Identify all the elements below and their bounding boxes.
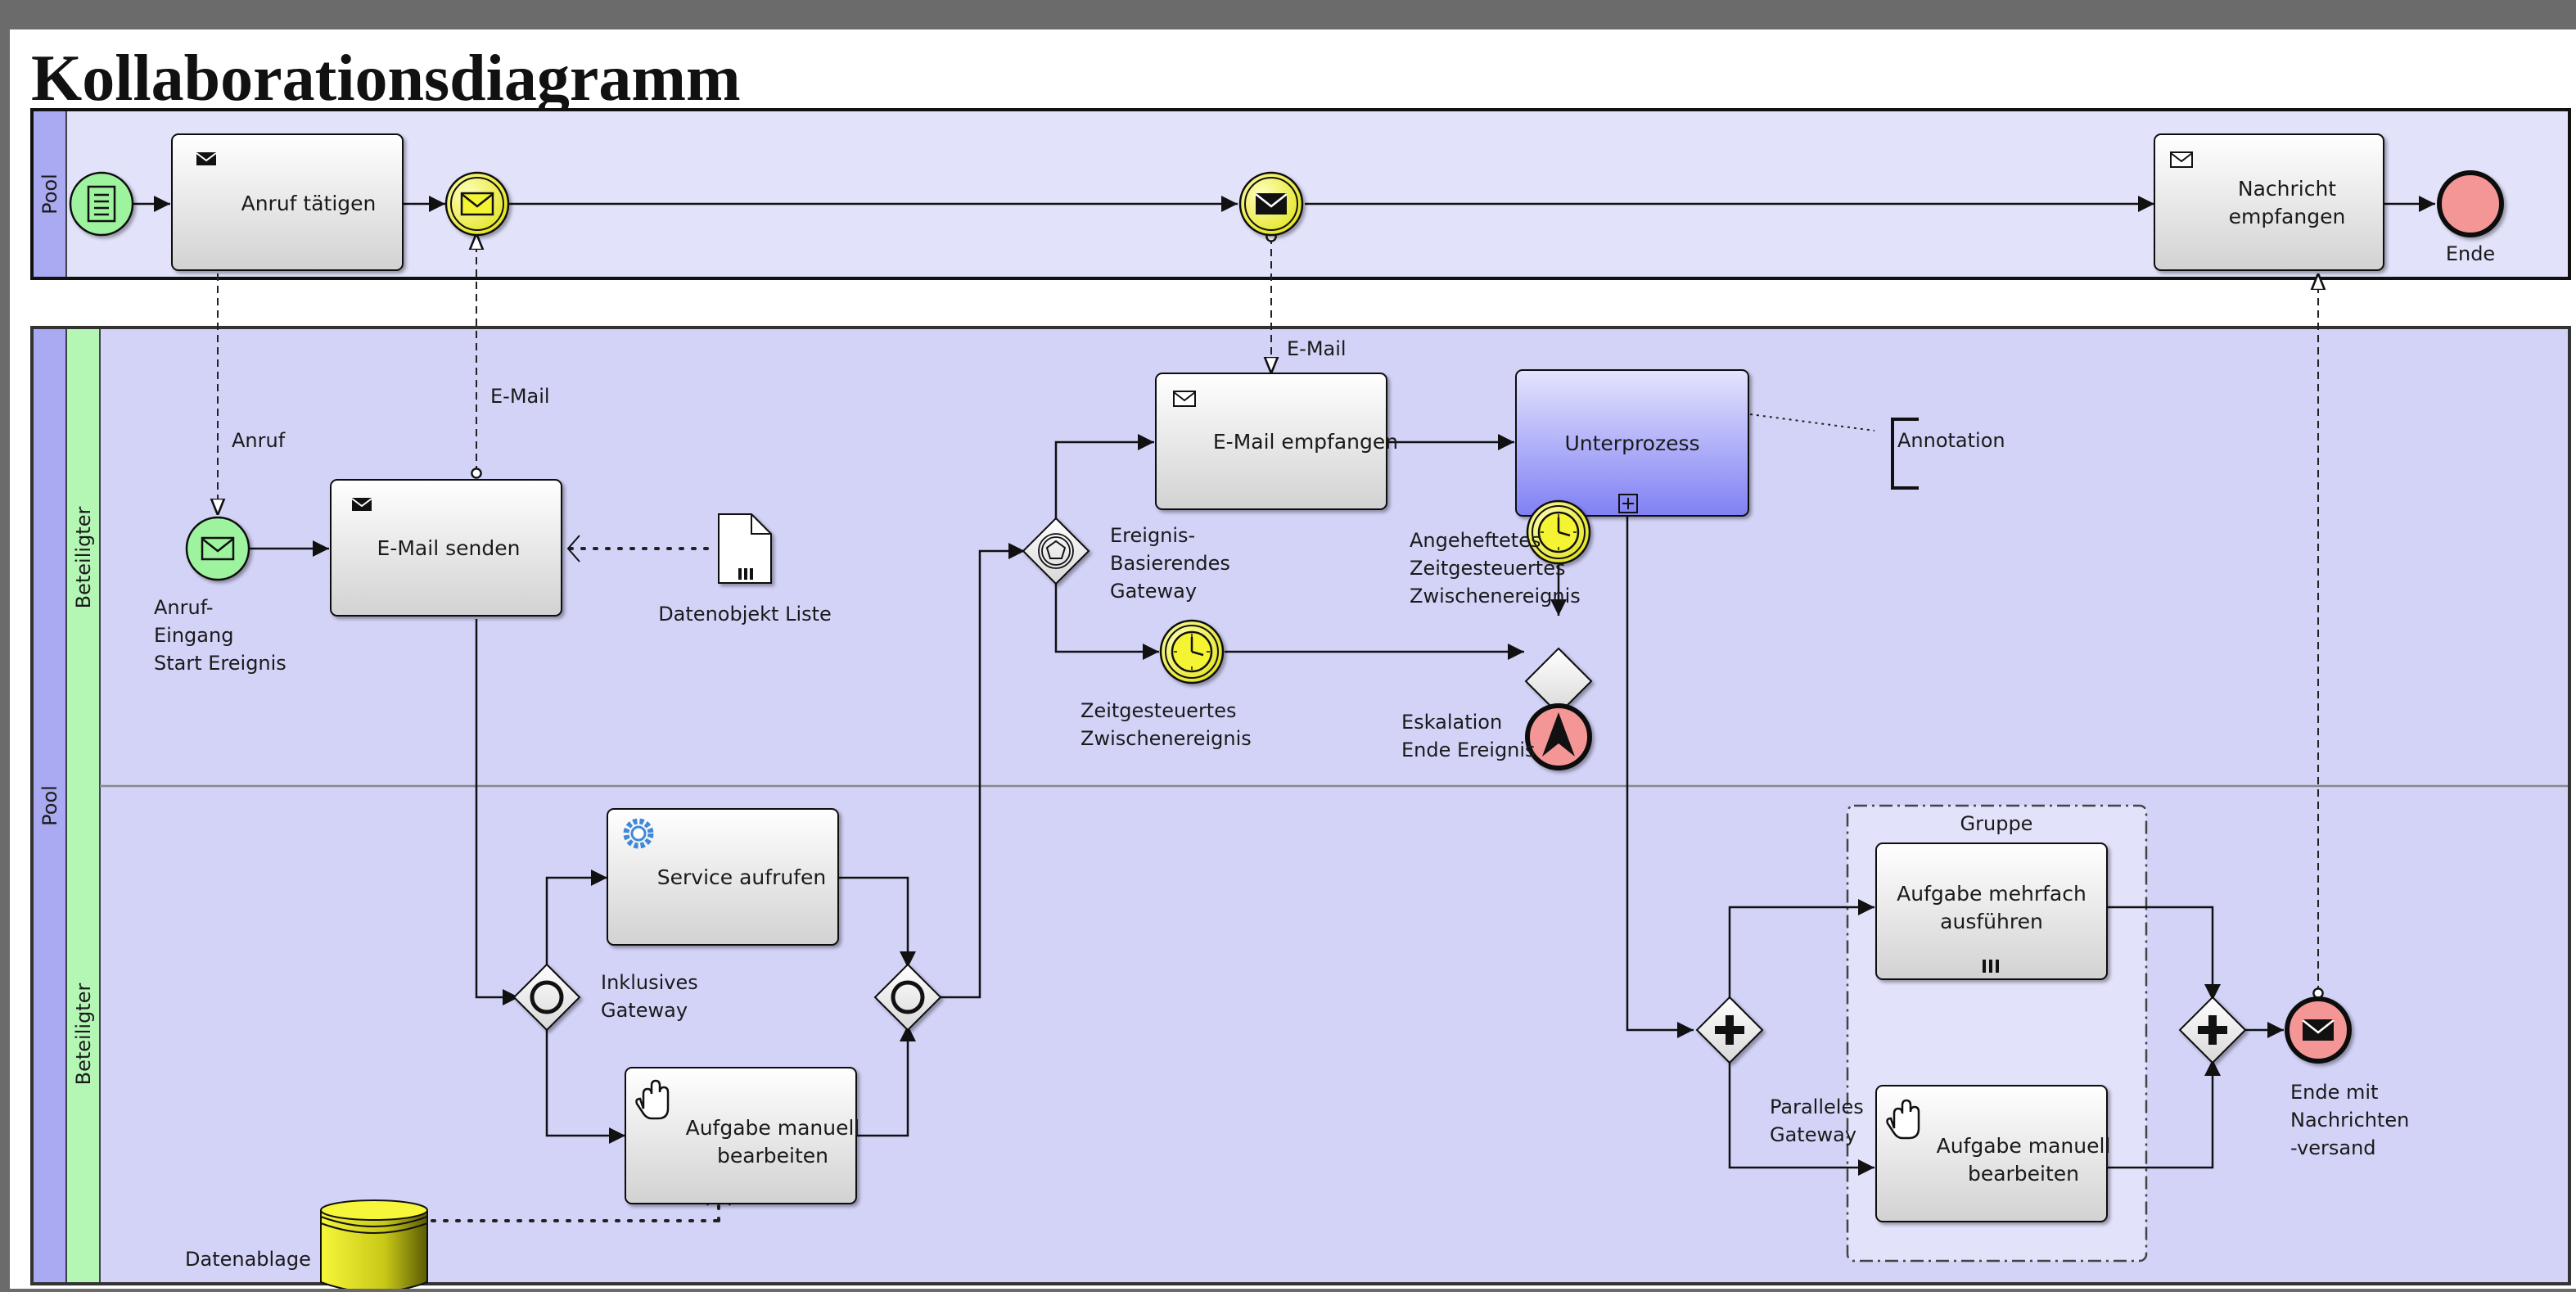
- task-manuell-2[interactable]: Aufgabe manuell bearbeiten: [1875, 1085, 2111, 1222]
- event-based-gateway[interactable]: [1022, 517, 1090, 585]
- task-label: Anruf tätigen: [241, 192, 377, 215]
- start-event-label-3: Start Ereignis: [154, 652, 286, 675]
- inclusive-gateway-split[interactable]: [512, 963, 581, 1032]
- task-label: E-Mail empfangen: [1213, 430, 1398, 454]
- text-annotation[interactable]: Annotation: [1891, 418, 2005, 490]
- multi-instance-icon: [1983, 960, 1999, 973]
- task-label-line2: ausführen: [1940, 910, 2043, 933]
- evgw-label-2: Basierendes: [1110, 552, 1230, 575]
- data-object-label: Datenobjekt Liste: [658, 603, 832, 626]
- start-event-message[interactable]: [185, 516, 250, 581]
- task-label-line1: Aufgabe mehrfach: [1897, 882, 2087, 906]
- parallel-label-2: Gateway: [1770, 1123, 1856, 1146]
- task-email-empfangen[interactable]: E-Mail empfangen: [1155, 373, 1398, 510]
- task-manuell-1[interactable]: Aufgabe manuell bearbeiten: [625, 1067, 860, 1204]
- task-label-line2: empfangen: [2229, 205, 2346, 228]
- envelope-icon: [351, 498, 372, 511]
- group-label: Gruppe: [1960, 812, 2033, 835]
- email-flow-label-2: E-Mail: [1287, 337, 1347, 360]
- anruf-flow-label: Anruf: [232, 429, 286, 452]
- timer-label-2: Zwischenereignis: [1080, 727, 1252, 750]
- envelope-icon: [460, 192, 494, 216]
- task-label: E-Mail senden: [377, 536, 521, 560]
- start-event-document[interactable]: [69, 171, 134, 237]
- parallel-gateway-join[interactable]: [2178, 996, 2247, 1064]
- task-label-line2: bearbeiten: [717, 1144, 828, 1168]
- evgw-label-1: Ereignis-: [1110, 524, 1195, 547]
- clock-icon: [1171, 630, 1213, 673]
- envelope-icon: [1173, 391, 1196, 407]
- envelope-icon: [2170, 151, 2193, 168]
- bpmn-diagram: Kollaborationsdiagramm Pool Pool Beteili…: [30, 43, 2571, 1292]
- intermediate-message-throw-event[interactable]: [1238, 171, 1304, 237]
- bottom-pool-label: Pool: [38, 785, 61, 826]
- task-label-line1: Aufgabe manuell: [686, 1116, 860, 1140]
- start-event-label-1: Anruf-: [154, 596, 214, 619]
- parallel-label-1: Paralleles: [1770, 1095, 1864, 1118]
- escalation-end-event[interactable]: [1525, 703, 1592, 770]
- end-event[interactable]: [2437, 170, 2504, 237]
- diagram-canvas: Kollaborationsdiagramm Pool Pool Beteili…: [10, 29, 2576, 1292]
- escalation-label-2: Ende Ereignis: [1401, 739, 1536, 761]
- subprocess-unterprozess[interactable]: Unterprozess: [1515, 369, 1749, 517]
- attached-label-1: Angeheftetes: [1410, 529, 1541, 552]
- escalation-label-1: Eskalation: [1401, 711, 1502, 734]
- lane2-label: Beteiligter: [72, 983, 95, 1086]
- gear-icon: [623, 818, 654, 849]
- inclusive-label-1: Inklusives: [601, 971, 698, 994]
- hand-icon: [1886, 1099, 1920, 1140]
- evgw-label-3: Gateway: [1110, 580, 1197, 603]
- task-label-line2: bearbeiten: [1968, 1162, 2079, 1186]
- task-label: Service aufrufen: [657, 865, 826, 889]
- document-icon: [87, 185, 116, 223]
- pentagon-icon: [1045, 540, 1067, 559]
- parallel-gateway-split[interactable]: [1695, 996, 1764, 1064]
- endmsg-label-1: Ende mit: [2290, 1081, 2378, 1104]
- end-event-label: Ende: [2446, 242, 2495, 265]
- message-end-event[interactable]: [2285, 996, 2352, 1064]
- task-email-senden[interactable]: E-Mail senden: [330, 479, 562, 617]
- envelope-icon: [201, 536, 235, 561]
- task-label-line1: Nachricht: [2238, 177, 2336, 201]
- intermediate-message-catch-event[interactable]: [444, 171, 510, 237]
- sequence-flows: [129, 196, 2435, 1176]
- plus-icon: [1715, 1015, 1744, 1045]
- annotation-label: Annotation: [1897, 429, 2005, 452]
- envelope-icon: [1255, 193, 1288, 215]
- timer-label-1: Zeitgesteuertes: [1080, 699, 1237, 722]
- clock-icon: [1537, 511, 1580, 553]
- envelope-icon: [2302, 1019, 2335, 1041]
- intermediate-timer-event[interactable]: [1159, 619, 1225, 684]
- task-nachricht-empfangen[interactable]: Nachricht empfangen: [2154, 133, 2384, 271]
- task-service-aufrufen[interactable]: Service aufrufen: [607, 808, 839, 946]
- endmsg-label-3: -versand: [2290, 1136, 2376, 1159]
- lane1-label: Beteiligter: [72, 507, 95, 609]
- start-event-label-2: Eingang: [154, 624, 233, 647]
- escalation-icon: [1542, 712, 1575, 757]
- attached-timer-event[interactable]: [1526, 499, 1591, 565]
- inclusive-label-2: Gateway: [601, 999, 688, 1022]
- attached-label-2: Zeitgesteuertes: [1410, 557, 1566, 580]
- task-anruf-taetigen[interactable]: Anruf tätigen: [171, 133, 404, 271]
- task-mehrfach[interactable]: Aufgabe mehrfach ausführen: [1875, 843, 2108, 980]
- diagram-title: Kollaborationsdiagramm: [31, 43, 741, 115]
- multi-instance-icon: [738, 568, 753, 580]
- email-flow-label-1: E-Mail: [490, 385, 550, 408]
- hand-icon: [635, 1079, 670, 1120]
- envelope-icon: [196, 152, 217, 165]
- attached-label-3: Zwischenereignis: [1410, 585, 1581, 608]
- message-flows: [218, 233, 2318, 993]
- endmsg-label-2: Nachrichten: [2290, 1109, 2409, 1132]
- database-icon: [320, 1199, 428, 1292]
- top-pool-label: Pool: [38, 174, 61, 215]
- plus-icon: [1618, 494, 1638, 513]
- data-store-datenablage[interactable]: [320, 1199, 428, 1292]
- plus-icon: [2198, 1015, 2227, 1045]
- datastore-label: Datenablage: [185, 1248, 311, 1271]
- inclusive-gateway-join[interactable]: [873, 963, 942, 1032]
- task-label-line1: Aufgabe manuell: [1937, 1134, 2111, 1158]
- data-object-liste[interactable]: [718, 513, 772, 584]
- subprocess-label: Unterprozess: [1564, 431, 1699, 455]
